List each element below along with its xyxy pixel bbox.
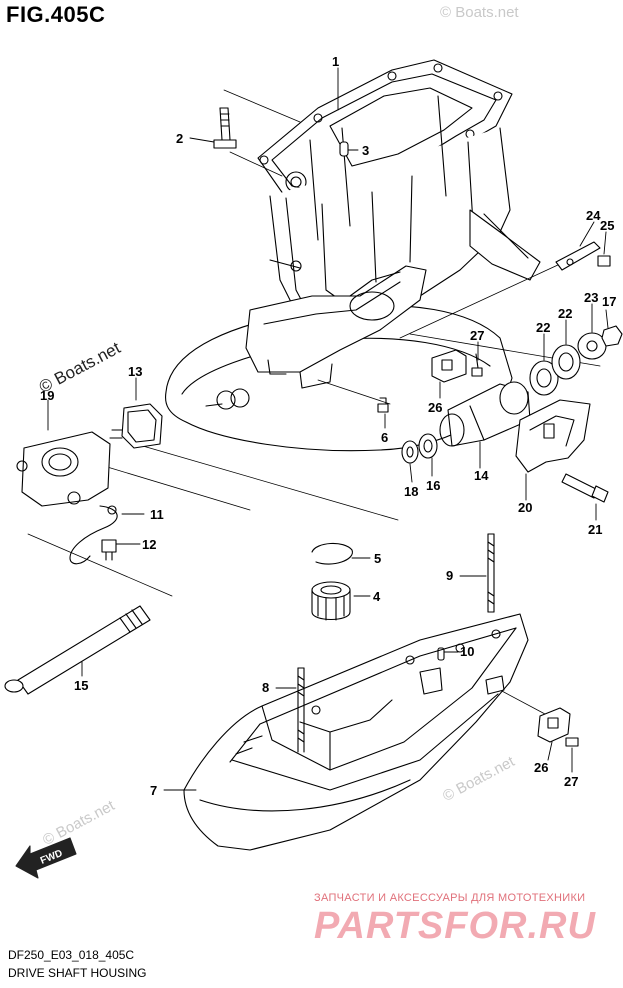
callout-4[interactable]: 4 <box>373 589 381 604</box>
clamp-part-26-upper[interactable] <box>431 349 467 383</box>
callout-22a[interactable]: 22 <box>536 320 550 335</box>
callout-15[interactable]: 15 <box>74 678 88 693</box>
figure-title: FIG.405C <box>6 2 106 27</box>
screw-part-12[interactable] <box>101 539 117 561</box>
promo-tagline: ЗАПЧАСТИ И АКСЕССУАРЫ ДЛЯ МОТОТЕХНИКИ <box>314 892 586 904</box>
bolt-part-21[interactable] <box>561 473 609 503</box>
callout-7[interactable]: 7 <box>150 783 157 798</box>
bracket-part-20[interactable] <box>515 399 591 473</box>
shim-part-24[interactable] <box>555 241 601 271</box>
watermark-top: © Boats.net <box>440 4 519 21</box>
fwd-arrow-icon <box>15 837 77 879</box>
bolt-part-6[interactable] <box>377 397 389 413</box>
callout-26-upper[interactable]: 26 <box>428 400 442 415</box>
bolt-part-2[interactable] <box>213 107 237 149</box>
callout-16[interactable]: 16 <box>426 478 440 493</box>
washer-part-16[interactable] <box>418 433 438 459</box>
screw-part-27-upper[interactable] <box>471 353 483 377</box>
callout-5[interactable]: 5 <box>374 551 381 566</box>
callout-8[interactable]: 8 <box>262 680 269 695</box>
callout-labels: 1 2 3 4 5 6 7 8 9 10 11 12 13 14 15 16 1… <box>40 54 616 798</box>
callout-6[interactable]: 6 <box>381 430 388 445</box>
callout-2[interactable]: 2 <box>176 131 183 146</box>
callout-26-lower[interactable]: 26 <box>534 760 548 775</box>
callout-11[interactable]: 11 <box>150 507 164 522</box>
callout-18[interactable]: 18 <box>404 484 418 499</box>
washer-part-18[interactable] <box>401 440 419 464</box>
callout-27-upper[interactable]: 27 <box>470 328 484 343</box>
callout-20[interactable]: 20 <box>518 500 532 515</box>
callout-19[interactable]: 19 <box>40 388 54 403</box>
figure-caption: DRIVE SHAFT HOUSING <box>8 966 147 980</box>
callout-27-lower[interactable]: 27 <box>564 774 578 789</box>
clamp-part-26-lower[interactable] <box>537 707 571 743</box>
callout-24[interactable]: 24 <box>586 208 601 223</box>
callout-22b[interactable]: 22 <box>558 306 572 321</box>
washer-part-22a[interactable] <box>529 360 559 396</box>
callout-9[interactable]: 9 <box>446 568 453 583</box>
dowel-pin-part-3[interactable] <box>339 141 349 157</box>
snap-ring-part-5[interactable] <box>311 542 353 565</box>
callout-23[interactable]: 23 <box>584 290 598 305</box>
washer-part-22b[interactable] <box>551 344 581 380</box>
callout-21[interactable]: 21 <box>588 522 602 537</box>
drive-shaft-housing-upper[interactable] <box>164 59 541 452</box>
clamp-block-part-19[interactable] <box>16 431 111 507</box>
screw-part-25[interactable] <box>597 255 611 267</box>
rod-part-15[interactable] <box>4 605 151 695</box>
callout-14[interactable]: 14 <box>474 468 489 483</box>
bushing-part-4[interactable] <box>311 581 351 621</box>
promo-logo[interactable]: PARTSFOR.RU <box>314 905 596 947</box>
callout-25[interactable]: 25 <box>600 218 614 233</box>
screw-part-27-lower[interactable] <box>565 737 579 747</box>
drive-shaft-housing-lower[interactable] <box>183 613 529 851</box>
callout-17[interactable]: 17 <box>602 294 616 309</box>
figure-code: DF250_E03_018_405C <box>8 948 135 962</box>
callout-10[interactable]: 10 <box>460 644 474 659</box>
stud-part-9[interactable] <box>487 533 495 613</box>
callout-1[interactable]: 1 <box>332 54 339 69</box>
callout-12[interactable]: 12 <box>142 537 156 552</box>
callout-13[interactable]: 13 <box>128 364 142 379</box>
grommet-part-13[interactable] <box>109 403 163 449</box>
stud-part-8[interactable] <box>297 667 305 753</box>
wire-part-11[interactable] <box>69 505 118 565</box>
nut-part-17[interactable] <box>601 325 623 347</box>
callout-3[interactable]: 3 <box>362 143 369 158</box>
mount-part-14[interactable] <box>439 381 531 447</box>
